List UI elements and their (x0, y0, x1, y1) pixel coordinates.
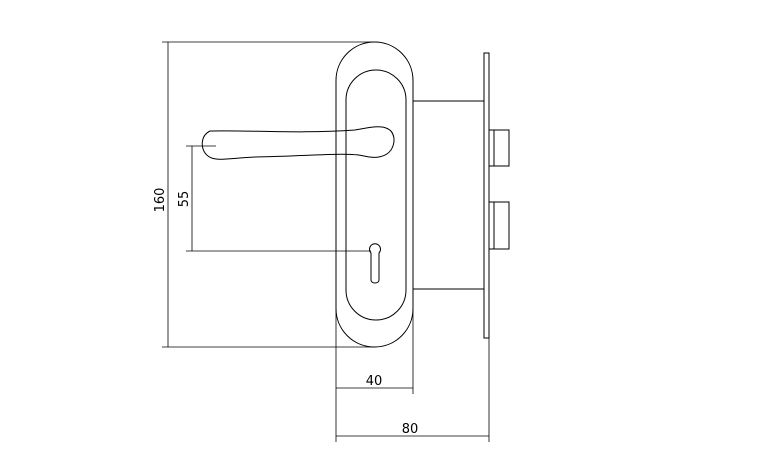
latch-bolt (488, 129, 510, 167)
dimension-handle-to-keyhole: 55 (177, 145, 371, 252)
escutcheon-plate-inner (345, 69, 407, 321)
dimension-label-40: 40 (366, 374, 383, 389)
keyhole (369, 243, 381, 284)
escutcheon-plate-outer (335, 41, 414, 348)
faceplate (483, 52, 490, 339)
lock-body (413, 100, 485, 290)
dimension-overall-depth: 80 (336, 338, 490, 442)
dimension-label-160: 160 (153, 188, 168, 213)
dimension-overall-height: 160 (153, 41, 373, 348)
dimension-label-55: 55 (177, 191, 192, 208)
dead-bolt (488, 201, 510, 250)
lever-handle (201, 126, 395, 160)
dimension-label-80: 80 (402, 422, 419, 437)
dimension-plate-width: 40 (335, 300, 414, 442)
